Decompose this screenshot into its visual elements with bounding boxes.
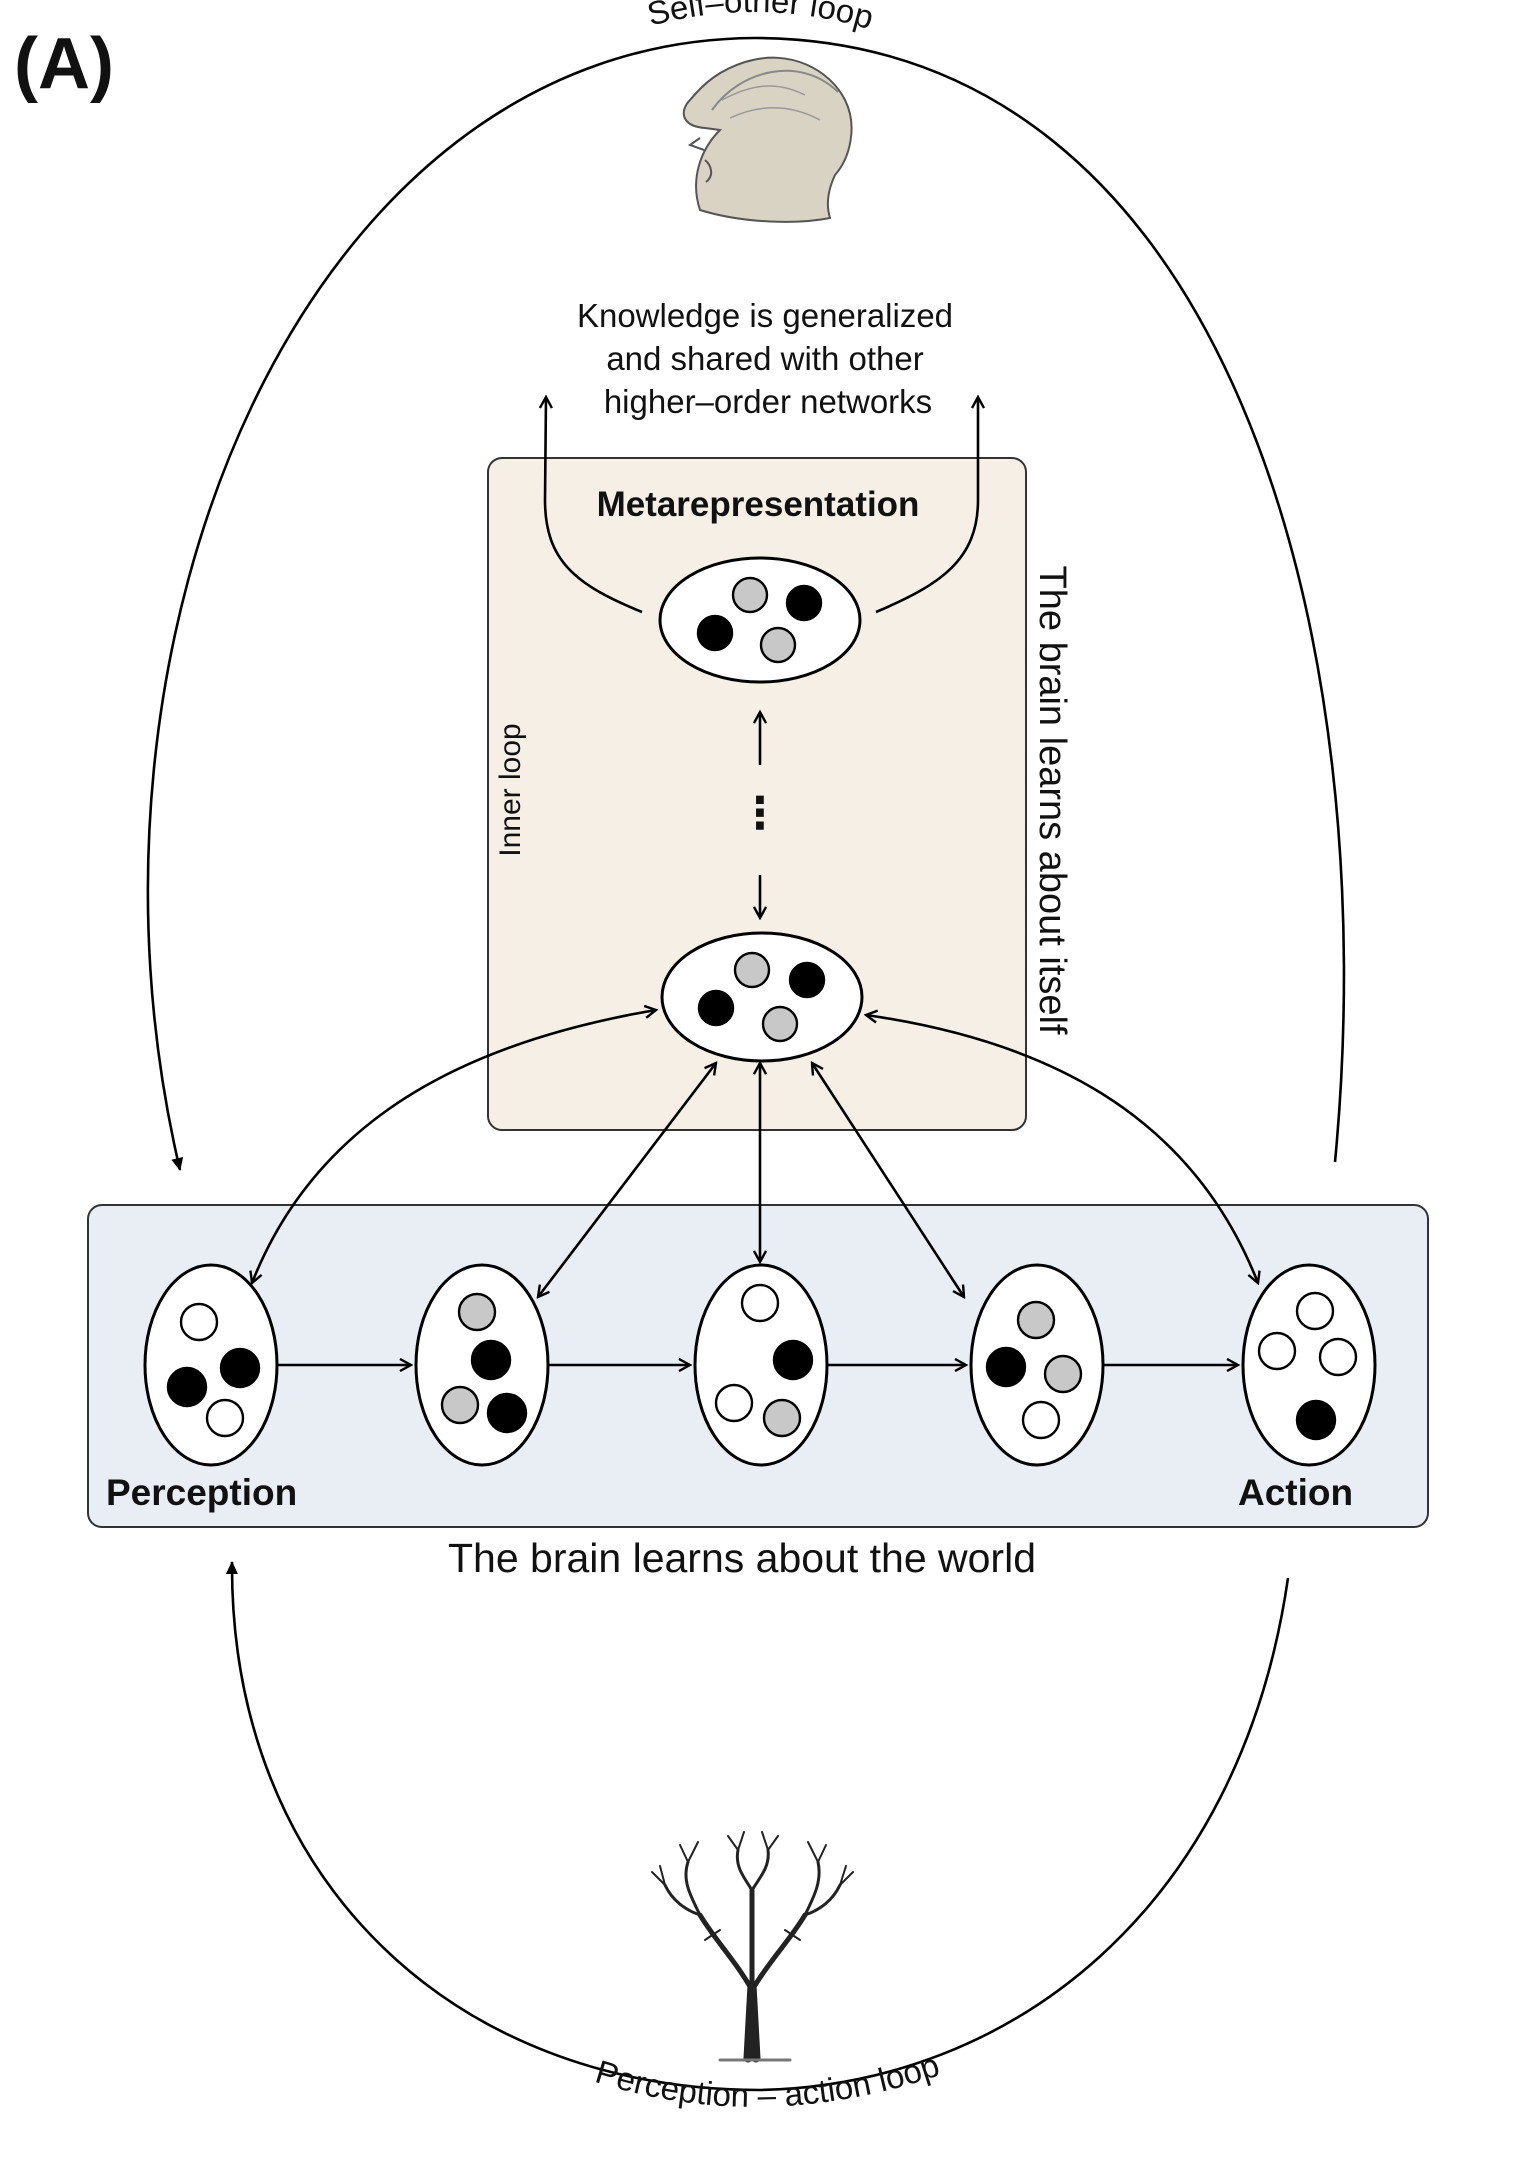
node-dot (696, 614, 734, 652)
node-dot (470, 1339, 512, 1381)
node-dot (179, 1302, 219, 1342)
node-dot (762, 1398, 802, 1438)
world-node-4 (969, 1263, 1105, 1467)
tree-illustration (651, 1831, 854, 2063)
node-dot (1295, 1291, 1335, 1331)
action-label: Action (1238, 1472, 1353, 1513)
node-dot (1043, 1354, 1083, 1394)
knowledge-text-line-1: Knowledge is generalized (577, 297, 953, 334)
node-dot (1021, 1400, 1061, 1440)
node-dot (1295, 1399, 1337, 1441)
knowledge-text-line-3: higher–order networks (604, 383, 932, 420)
inner-loop-label: Inner loop (494, 723, 527, 856)
node-dot (219, 1347, 261, 1389)
node-dot (205, 1398, 245, 1438)
node-dot (740, 1283, 780, 1323)
world-node-3 (693, 1263, 829, 1467)
node-dot (166, 1366, 208, 1408)
node-dot (1016, 1300, 1056, 1340)
perception-label: Perception (106, 1472, 297, 1513)
world-learning-label: The brain learns about the world (448, 1535, 1036, 1581)
meta-node-top (658, 556, 862, 684)
node-dot (486, 1392, 528, 1434)
node-dot (1318, 1337, 1358, 1377)
node-dot (731, 576, 769, 614)
world-node-2 (414, 1263, 550, 1467)
node-dot (1257, 1331, 1297, 1371)
self-other-loop-arc (146, 36, 1346, 1171)
node-dot (788, 961, 826, 999)
node-dot (697, 989, 735, 1027)
human-head-illustration (682, 56, 853, 223)
node-dot (985, 1346, 1027, 1388)
knowledge-arrow-right (875, 397, 978, 614)
meta-world-arrow-1 (252, 1010, 656, 1283)
self-other-loop-label: Self–other loop (643, 0, 877, 36)
node-dot (785, 584, 823, 622)
perception-action-loop-arc (225, 1561, 1290, 2092)
meta-world-arrow-5 (866, 1015, 1258, 1283)
node-dot (440, 1385, 480, 1425)
node-dot (457, 1292, 497, 1332)
knowledge-text-line-2: and shared with other (606, 340, 923, 377)
metarepresentation-label: Metarepresentation (597, 485, 920, 524)
knowledge-arrow-left (545, 397, 643, 614)
node-dot (733, 951, 771, 989)
self-learning-label: The brain learns about itself (1031, 566, 1073, 1035)
node-dot (772, 1339, 814, 1381)
world-node-1 (143, 1263, 279, 1467)
node-dot (761, 1005, 799, 1043)
panel-label: (A) (14, 24, 114, 104)
node-dot (714, 1383, 754, 1423)
meta-world-arrow-2 (538, 1063, 716, 1297)
world-node-5 (1241, 1263, 1377, 1467)
meta-node-bottom (660, 931, 864, 1063)
node-dot (759, 626, 797, 664)
perception-action-loop-label: Perception – action loop (592, 2046, 944, 2114)
ellipsis-dots: ⋮ (738, 789, 782, 838)
